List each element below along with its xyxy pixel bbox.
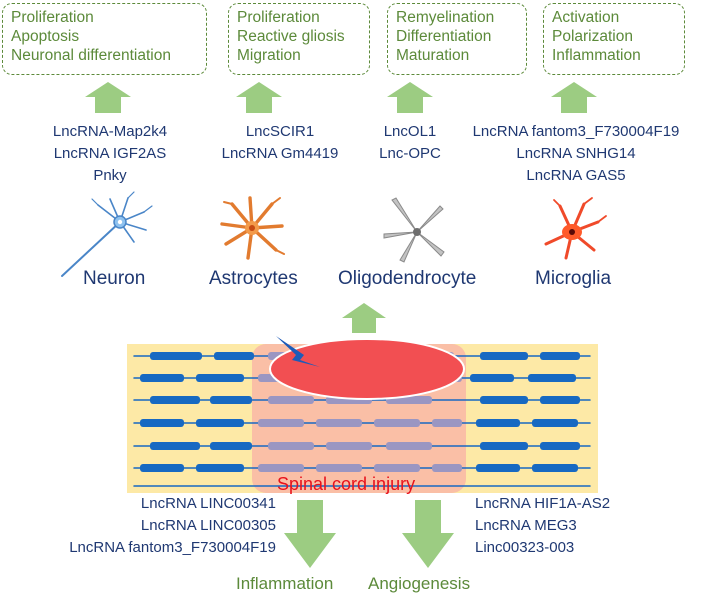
injury-label: Spinal cord injury: [277, 474, 416, 494]
lncrna-group-neuron: LncRNA-Map2k4 LncRNA IGF2AS Pnky: [45, 121, 175, 187]
down-arrow-inflammation: [284, 500, 336, 568]
function-line: Migration: [237, 47, 301, 64]
function-line: Remyelination: [396, 9, 495, 26]
lncrna-name: LncRNA LINC00341: [140, 495, 276, 512]
cell-label-microglia: Microglia: [535, 268, 612, 289]
up-arrow-center: [342, 303, 386, 333]
function-box-microglia: Activation Polarization Inflammation: [543, 3, 685, 75]
lncrna-name: LncRNA Gm4419: [221, 145, 339, 162]
outcome-angiogenesis: Angiogenesis: [368, 574, 471, 593]
function-line: Differentiation: [396, 28, 492, 45]
lncrna-group-oligodendrocyte: LncOL1 Lnc-OPC: [370, 121, 450, 165]
cell-label-neuron: Neuron: [83, 268, 146, 289]
lncrna-name: Lnc-OPC: [379, 145, 441, 162]
down-arrow-angiogenesis: [402, 500, 454, 568]
up-arrow-microglia: [551, 82, 597, 113]
lncrna-name: LncRNA SNHG14: [516, 145, 636, 162]
lncrna-name: LncRNA fantom3_F730004F19: [472, 123, 680, 140]
lncrna-name: LncRNA HIF1A-AS2: [475, 495, 611, 512]
lncrna-group-astrocytes: LncSCIR1 LncRNA Gm4419: [220, 121, 340, 165]
function-line: Polarization: [552, 28, 633, 45]
oligodendrocyte-icon: [383, 197, 445, 263]
lncrna-name: LncRNA MEG3: [475, 517, 577, 534]
lncrna-group-inflammation: LncRNA LINC00341 LncRNA LINC00305 LncRNA…: [20, 493, 276, 559]
injury-lesion: [269, 338, 465, 400]
lncrna-group-angiogenesis: LncRNA HIF1A-AS2 LncRNA MEG3 Linc00323-0…: [475, 493, 675, 559]
lightning-icon: [276, 336, 320, 367]
up-arrow-oligodendrocyte: [387, 82, 433, 113]
up-arrow-astrocytes: [236, 82, 282, 113]
cell-label-oligodendrocyte: Oligodendrocyte: [338, 268, 477, 289]
outcome-inflammation: Inflammation: [236, 574, 334, 593]
lncrna-name: LncRNA IGF2AS: [53, 145, 167, 162]
neuron-icon: [61, 191, 153, 277]
lncrna-name: LncRNA-Map2k4: [52, 123, 168, 140]
function-box-astrocytes: Proliferation Reactive gliosis Migration: [228, 3, 370, 75]
function-box-oligodendrocyte: Remyelination Differentiation Maturation: [387, 3, 527, 75]
lncrna-name: LncRNA LINC00305: [140, 517, 276, 534]
lncrna-name: LncRNA GAS5: [526, 167, 626, 184]
lncrna-name: Pnky: [93, 167, 127, 184]
function-line: Apoptosis: [11, 28, 80, 45]
up-arrow-neuron: [85, 82, 131, 113]
function-line: Inflammation: [552, 47, 641, 64]
lncrna-name: LncRNA fantom3_F730004F19: [69, 539, 276, 556]
lncrna-name: Linc00323-003: [475, 539, 575, 556]
function-line: Proliferation: [11, 9, 94, 26]
function-line: Proliferation: [237, 9, 320, 26]
function-line: Maturation: [396, 47, 470, 64]
function-line: Activation: [552, 9, 620, 26]
lncrna-name: LncSCIR1: [245, 123, 315, 140]
function-line: Reactive gliosis: [237, 28, 345, 45]
function-line: Neuronal differentiation: [11, 47, 171, 64]
lncrna-group-microglia: LncRNA fantom3_F730004F19 LncRNA SNHG14 …: [467, 121, 685, 187]
function-box-neuron: Proliferation Apoptosis Neuronal differe…: [2, 3, 207, 75]
cell-label-astrocytes: Astrocytes: [209, 268, 298, 289]
lncrna-name: LncOL1: [383, 123, 437, 140]
